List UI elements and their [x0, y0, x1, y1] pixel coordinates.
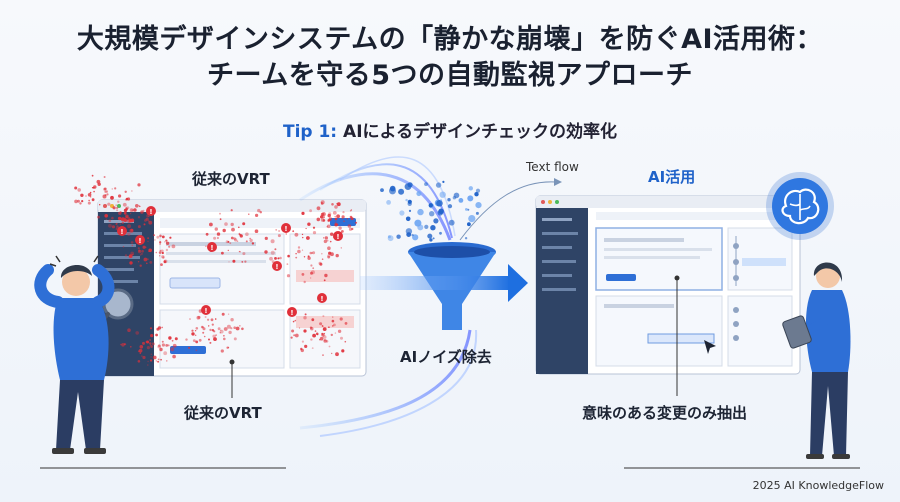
text-flow-label: Text flow — [526, 160, 579, 174]
svg-text:!: ! — [138, 237, 141, 245]
svg-text:!: ! — [320, 295, 323, 303]
title-line-1: 大規模デザインシステムの「静かな崩壊」を防ぐAI活用術： — [76, 24, 824, 55]
svg-text:!: ! — [336, 233, 339, 241]
ai-noise-filter-funnel-icon — [408, 242, 496, 330]
visual-noise-dots — [74, 174, 358, 366]
svg-text:!: ! — [210, 244, 213, 252]
warning-icon: ! — [272, 261, 282, 271]
tip-prefix: Tip 1: — [282, 122, 338, 142]
svg-text:!: ! — [149, 208, 152, 216]
svg-text:!: ! — [204, 307, 207, 315]
warning-icon: ! — [207, 242, 217, 252]
svg-text:!: ! — [120, 228, 123, 236]
stressed-person-illustration — [34, 255, 115, 454]
traditional-vrt-window — [97, 199, 367, 377]
tip-heading: Tip 1: AIによるデザインチェックの効率化 — [0, 117, 900, 142]
right-label-top: AI活用 — [648, 168, 696, 186]
filtered-particles — [380, 180, 482, 242]
title-line-2: チームを守る5つの自動監視アプローチ — [207, 60, 693, 91]
left-label-top: 従来のVRT — [192, 170, 270, 188]
warning-badges: ! ! ! ! ! ! ! ! ! ! — [117, 206, 343, 317]
tip-text: AIによるデザインチェックの効率化 — [343, 122, 618, 142]
warning-icon: ! — [281, 223, 291, 233]
svg-text:!: ! — [284, 225, 287, 233]
page-title: 大規模デザインシステムの「静かな崩壊」を防ぐAI活用術： チームを守る5つの自動… — [0, 22, 900, 94]
warning-icon: ! — [117, 226, 127, 236]
flow-arrow — [360, 264, 528, 302]
footer-credit: 2025 AI KnowledgeFlow — [752, 479, 884, 492]
warning-icon: ! — [201, 305, 211, 315]
left-label-bottom: 従来のVRT — [184, 404, 262, 422]
confident-person-illustration — [782, 262, 851, 459]
funnel-label: AIノイズ除去 — [400, 348, 492, 366]
warning-icon: ! — [146, 206, 156, 216]
ai-result-window — [535, 195, 801, 375]
right-label-bottom: 意味のある変更のみ抽出 — [582, 404, 748, 422]
brain-icon — [766, 172, 834, 240]
warning-icon: ! — [135, 235, 145, 245]
warning-icon: ! — [333, 231, 343, 241]
svg-text:!: ! — [275, 263, 278, 271]
text-flow-arrowhead — [554, 178, 562, 186]
svg-text:!: ! — [290, 309, 293, 317]
warning-icon: ! — [287, 307, 297, 317]
warning-icon: ! — [317, 293, 327, 303]
